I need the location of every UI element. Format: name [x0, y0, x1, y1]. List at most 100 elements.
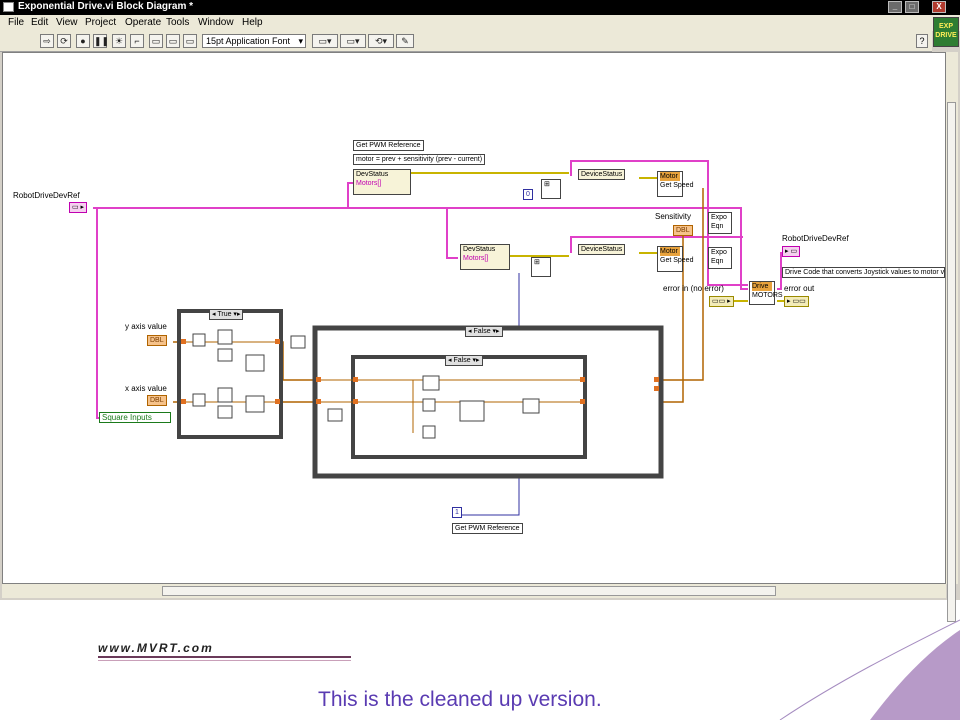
context-help-button[interactable]: ? — [916, 34, 928, 48]
index-array-icon-middle[interactable]: ⊞ — [531, 257, 551, 277]
run-continuously-icon[interactable]: ⟳ — [57, 34, 71, 48]
motor-get-speed-top[interactable]: Motor Get Speed — [657, 171, 694, 197]
menu-help[interactable]: Help — [242, 17, 263, 28]
outer-false-case-label: False — [473, 328, 491, 335]
mvrt-logo: www.MVRT.com — [98, 641, 214, 655]
true-case-label: True — [217, 311, 232, 318]
get-speed-label-middle: Get Speed — [660, 257, 694, 264]
block-diagram-canvas[interactable]: ▭ ▸ RobotDriveDevRef Get PWM Reference m… — [2, 52, 946, 584]
toolbar: ⇨ ⟳ ● ❚❚ ☀ ⌐ ▭ ▭ ▭ 15pt Application Font… — [0, 31, 932, 52]
vertical-scrollbar[interactable] — [946, 52, 958, 622]
error-in-terminal[interactable]: ▭▭ ▸ — [709, 296, 734, 307]
unbundle-devstatus-top[interactable]: DevStatus Motors[] — [353, 169, 411, 195]
block-diagram-wires — [93, 160, 789, 516]
font-select[interactable]: 15pt Application Font ▾ — [202, 34, 306, 48]
x-axis-terminal[interactable]: DBL — [147, 395, 167, 406]
menu-bar: File Edit View Project Operate Tools Win… — [0, 15, 960, 31]
app-icon — [3, 2, 14, 12]
motors-block-label: MOTORS — [752, 292, 783, 299]
yellow-error-wires — [411, 172, 785, 302]
robot-ref-in-terminal[interactable]: ▭ ▸ — [69, 202, 88, 213]
inner-false-case-label: False — [453, 357, 471, 364]
run-arrow-icon[interactable]: ⇨ — [40, 34, 54, 48]
x-axis-label: x axis value — [125, 384, 167, 393]
purple-arc-line — [779, 619, 960, 720]
y-axis-label: y axis value — [125, 322, 167, 331]
menu-operate[interactable]: Operate — [125, 17, 162, 28]
maximize-button[interactable]: □ — [905, 1, 919, 13]
title-bar: Exponential Drive.vi Block Diagram * _ □… — [0, 0, 960, 15]
step-into-icon[interactable]: ▭ — [149, 34, 163, 48]
robot-ref-out-terminal[interactable]: ▸ ▭ — [782, 246, 801, 257]
window-title: Exponential Drive.vi Block Diagram * — [18, 1, 194, 12]
chevron-down-icon: ▾ — [298, 36, 303, 46]
error-in-label: error in (no error) — [663, 284, 724, 293]
distribute-objects-icon[interactable]: ▭▾ — [340, 34, 366, 48]
horizontal-scrollbar[interactable] — [2, 584, 946, 598]
const-one[interactable]: 1 — [452, 507, 462, 518]
get-speed-label-top: Get Speed — [660, 182, 694, 189]
purple-swoosh — [870, 630, 960, 720]
math-function-nodes — [192, 329, 540, 439]
index-array-icon-top[interactable]: ⊞ — [541, 179, 561, 199]
unbundle-devstatus-middle[interactable]: DevStatus Motors[] — [460, 244, 510, 270]
device-status-middle[interactable]: DeviceStatus — [578, 244, 626, 255]
clean-up-diagram-icon[interactable]: ✎ — [396, 34, 414, 48]
footer-rule-dark — [98, 656, 351, 658]
horizontal-scroll-thumb[interactable] — [162, 586, 776, 596]
robot-ref-out-label: RobotDriveDevRef — [782, 234, 849, 243]
blue-wires — [460, 273, 520, 516]
menu-file[interactable]: File — [8, 17, 25, 28]
devstatus-label-middle: DevStatus — [463, 246, 496, 253]
highlight-execution-icon[interactable]: ☀ — [112, 34, 126, 48]
step-over-icon[interactable]: ▭ — [166, 34, 180, 48]
get-pwm-ref-label-top: Get PWM Reference — [353, 140, 424, 151]
devstatus-label-top: DevStatus — [356, 171, 389, 178]
error-out-label: error out — [784, 284, 815, 293]
vertical-scroll-thumb[interactable] — [947, 102, 956, 622]
inner-false-case-selector[interactable]: ◂ False ▾▸ — [445, 355, 483, 366]
slide-caption: This is the cleaned up version. — [318, 688, 602, 711]
device-status-top[interactable]: DeviceStatus — [578, 169, 626, 180]
reorder-icon[interactable]: ⟲▾ — [368, 34, 394, 48]
formula-comment: motor = prev + sensitivity (prev - curre… — [353, 154, 486, 165]
labview-window: Exponential Drive.vi Block Diagram * _ □… — [0, 0, 960, 622]
robot-ref-in-label: RobotDriveDevRef — [13, 191, 80, 200]
true-case-selector[interactable]: ◂ True ▾▸ — [209, 309, 244, 320]
motor-label-top: Motor — [660, 172, 680, 181]
tunnel-markers — [181, 339, 659, 404]
retain-wire-values-icon[interactable]: ⌐ — [130, 34, 144, 48]
motor-label-middle: Motor — [660, 247, 680, 256]
sensitivity-label: Sensitivity — [655, 212, 692, 221]
square-inputs-control[interactable]: Square Inputs — [99, 412, 171, 423]
drive-motors-subvi[interactable]: Drive MOTORS — [749, 281, 783, 305]
menu-tools[interactable]: Tools — [166, 17, 190, 28]
menu-view[interactable]: View — [56, 17, 78, 28]
motor-get-speed-middle[interactable]: Motor Get Speed — [657, 246, 694, 272]
expo-eqn-top[interactable]: Expo Eqn — [708, 212, 732, 234]
footer-rule-light — [98, 660, 351, 661]
pause-icon[interactable]: ❚❚ — [93, 34, 110, 48]
get-pwm-ref-label-bottom: Get PWM Reference — [452, 523, 523, 534]
motors-label-top: Motors[] — [356, 180, 382, 187]
vi-icon[interactable]: EXP DRIVE — [933, 17, 959, 47]
menu-project[interactable]: Project — [85, 17, 117, 28]
menu-window[interactable]: Window — [198, 17, 234, 28]
const-zero[interactable]: 0 — [523, 189, 533, 200]
outer-false-case-selector[interactable]: ◂ False ▾▸ — [465, 326, 503, 337]
motors-label-middle: Motors[] — [463, 255, 489, 262]
drive-block-label: Drive — [752, 282, 772, 291]
align-objects-icon[interactable]: ▭▾ — [312, 34, 338, 48]
abort-icon[interactable]: ● — [76, 34, 90, 48]
error-out-terminal[interactable]: ▸ ▭▭ — [784, 296, 809, 307]
sensitivity-terminal[interactable]: DBL — [673, 225, 693, 236]
font-select-value: 15pt Application Font — [206, 36, 291, 46]
y-axis-terminal[interactable]: DBL — [147, 335, 167, 346]
minimize-button[interactable]: _ — [888, 1, 902, 13]
drive-comment: Drive Code that converts Joystick values… — [782, 267, 945, 278]
footer-decoration — [779, 619, 960, 720]
expo-eqn-bottom[interactable]: Expo Eqn — [708, 247, 732, 269]
close-button[interactable]: X — [932, 1, 946, 13]
step-out-icon[interactable]: ▭ — [183, 34, 197, 48]
menu-edit[interactable]: Edit — [31, 17, 49, 28]
